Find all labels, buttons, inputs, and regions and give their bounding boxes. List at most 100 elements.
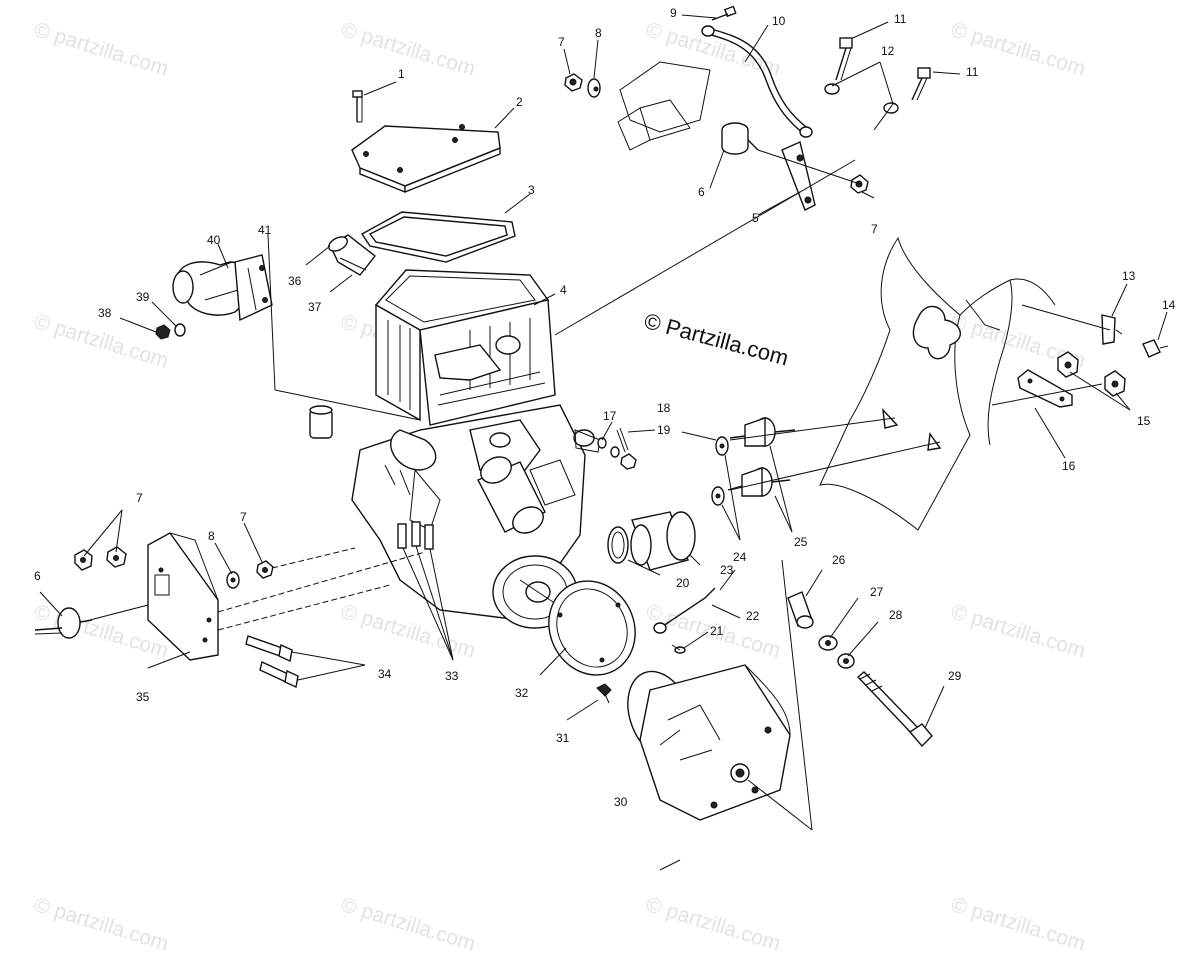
callout-12: 12 <box>881 44 895 58</box>
callout-35: 35 <box>136 690 150 704</box>
callout-8-left: 8 <box>208 529 215 543</box>
part-bolt-34b <box>259 661 299 689</box>
part-washer-24b <box>711 486 725 506</box>
part-mount-25a <box>729 417 796 447</box>
part-plate-32 <box>548 580 636 676</box>
part-nut-38 <box>155 324 171 340</box>
part-screw-31 <box>596 683 612 704</box>
callout-36: 36 <box>288 274 302 288</box>
part-washer-12a <box>824 83 840 95</box>
callout-6-top: 6 <box>698 185 705 199</box>
callout-34: 34 <box>378 667 392 681</box>
callout-38: 38 <box>98 306 112 320</box>
callout-26: 26 <box>832 553 846 567</box>
part-strap-10 <box>701 25 813 138</box>
part-filter-sleeve <box>630 511 696 571</box>
frame-bracket-top <box>617 61 711 151</box>
callout-25: 25 <box>794 535 808 549</box>
callout-16: 16 <box>1062 459 1076 473</box>
part-engine-4 <box>351 269 601 629</box>
part-bracket-13 <box>1101 314 1123 345</box>
callout-8-top: 8 <box>595 26 602 40</box>
callout-2: 2 <box>516 95 523 109</box>
part-screw-14 <box>1142 339 1169 358</box>
part-stud-18 <box>616 427 629 453</box>
part-washer-8-left <box>226 571 240 589</box>
part-washer-27 <box>818 635 838 651</box>
chassis-frame <box>819 236 1056 531</box>
callout-9: 9 <box>670 6 677 20</box>
callout-39: 39 <box>136 290 150 304</box>
part-washer-8-top <box>587 78 601 98</box>
part-rod-23 <box>653 587 716 634</box>
callout-4: 4 <box>560 283 567 297</box>
callout-24: 24 <box>733 550 747 564</box>
part-mount-6-top <box>721 122 759 155</box>
callout-22: 22 <box>746 609 760 623</box>
callout-17: 17 <box>603 409 617 423</box>
part-fitting <box>309 405 333 439</box>
callout-31: 31 <box>556 731 570 745</box>
part-intake-elbow-40 <box>172 261 252 316</box>
part-clamp-20 <box>607 526 629 564</box>
part-screw-1 <box>352 90 363 123</box>
callout-11-b: 11 <box>966 65 979 79</box>
part-bolt-11a <box>835 37 853 81</box>
callout-30: 30 <box>614 795 628 809</box>
callout-32: 32 <box>515 686 529 700</box>
callout-7-right: 7 <box>871 222 878 236</box>
part-bolt-11b <box>911 67 931 101</box>
part-nut-19 <box>620 453 637 470</box>
callout-37: 37 <box>308 300 322 314</box>
callout-18: 18 <box>657 401 671 415</box>
part-screw-21 <box>671 644 686 654</box>
part-nut-7-left-c <box>256 560 274 579</box>
callout-29: 29 <box>948 669 962 683</box>
leader-lines <box>39 14 1168 871</box>
part-nut-7-top <box>564 73 583 92</box>
part-gasket-3 <box>360 211 516 263</box>
callout-28: 28 <box>889 608 903 622</box>
part-lockwasher-19 <box>610 446 620 458</box>
callout-10: 10 <box>772 14 786 28</box>
part-nut-7-left-a <box>74 549 93 571</box>
part-bracket-5 <box>781 141 816 211</box>
part-bushing-26 <box>787 591 814 629</box>
callout-7-top: 7 <box>558 35 565 49</box>
part-bolt-29 <box>856 671 933 748</box>
callout-7-left: 7 <box>136 491 143 505</box>
callout-5: 5 <box>752 211 759 225</box>
part-hose-37 <box>328 234 376 276</box>
part-washer-17 <box>597 437 607 449</box>
callout-21: 21 <box>710 624 724 638</box>
callout-11-a: 11 <box>894 12 907 26</box>
callout-1: 1 <box>398 67 405 81</box>
part-washer-28 <box>837 653 855 669</box>
part-nut-15a <box>1057 351 1079 378</box>
callout-19: 19 <box>657 423 671 437</box>
part-bolt-9 <box>711 5 737 21</box>
callout-23: 23 <box>720 563 734 577</box>
part-cover-plate-2 <box>351 124 501 194</box>
frame-arrow-b <box>927 432 942 451</box>
part-nut-15b <box>1104 370 1126 397</box>
part-studs-33 <box>397 521 434 550</box>
callout-41: 41 <box>258 223 272 237</box>
part-mount-plate-35 <box>147 532 219 661</box>
callout-6-left: 6 <box>34 569 41 583</box>
part-clutch-housing-30 <box>627 664 791 821</box>
callout-7-mid: 7 <box>240 510 247 524</box>
part-bracket-16 <box>1017 369 1073 408</box>
part-mount-25b <box>727 467 791 497</box>
callout-15: 15 <box>1137 414 1151 428</box>
part-flange-41 <box>234 254 273 322</box>
callout-14: 14 <box>1162 298 1176 312</box>
callout-27: 27 <box>870 585 884 599</box>
callout-20: 20 <box>676 576 690 590</box>
callout-40: 40 <box>207 233 221 247</box>
callout-13: 13 <box>1122 269 1136 283</box>
callout-labels: 1 2 3 4 5 6 6 7 7 7 7 8 8 9 10 11 11 12 … <box>34 6 1176 809</box>
part-washer-39 <box>174 323 186 337</box>
